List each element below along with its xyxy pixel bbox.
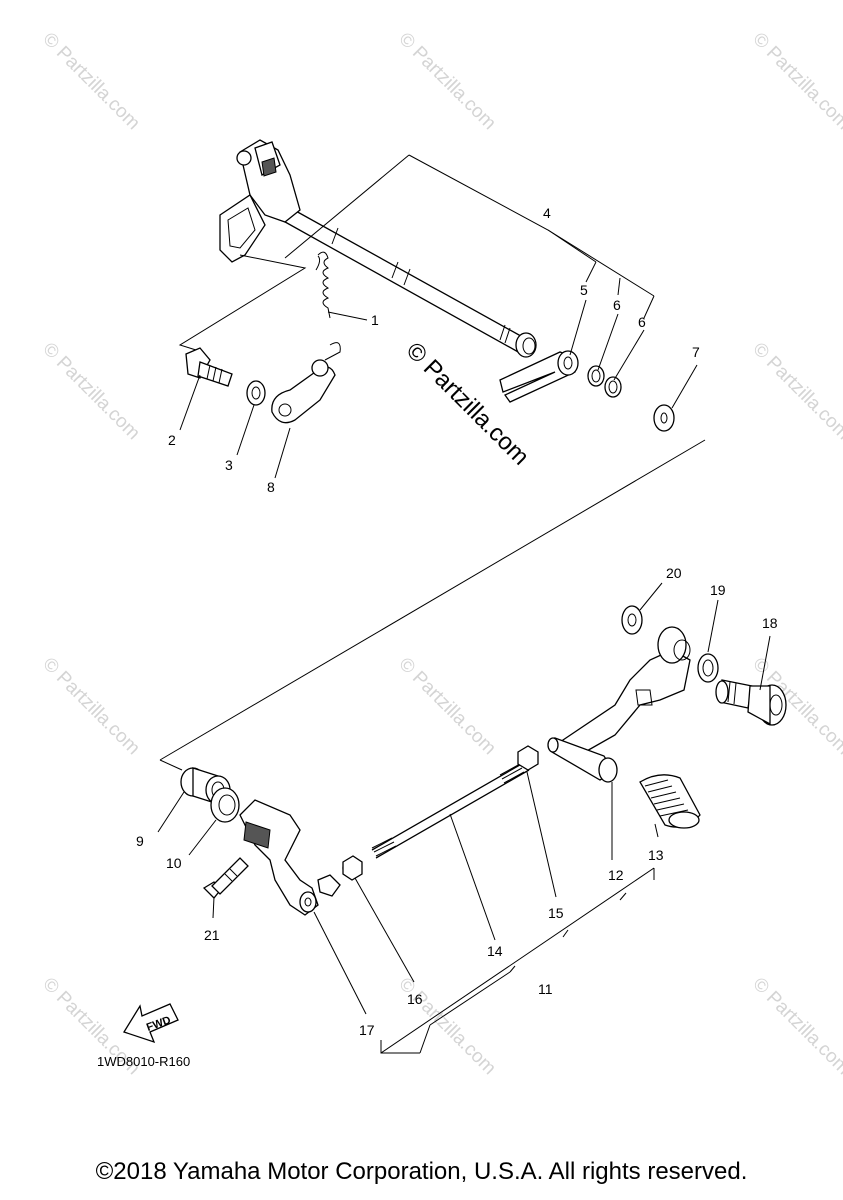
washer-part-19: [697, 653, 719, 683]
callout-21: 21: [204, 927, 220, 943]
pin-part-5: [499, 350, 579, 403]
copyright-notice: ©2018 Yamaha Motor Corporation, U.S.A. A…: [95, 1158, 748, 1185]
callout-13: 13: [648, 847, 664, 863]
watermark: © Partzilla.com: [748, 974, 843, 1079]
callout-11: 11: [538, 981, 553, 997]
washer-part-7: [653, 404, 675, 432]
watermark: © Partzilla.com: [38, 29, 143, 134]
shift-pedal-part-12: [547, 626, 691, 783]
watermark: © Partzilla.com: [394, 29, 499, 134]
washer-part-20: [621, 605, 643, 635]
leader-lines-upper: [159, 154, 706, 761]
fwd-arrow-icon: FWD: [123, 1003, 179, 1044]
shift-shaft-part-4: [219, 139, 537, 358]
callout-17: 17: [359, 1022, 375, 1038]
bolt-part-21: [202, 857, 249, 899]
watermark: © Partzilla.com: [38, 654, 143, 759]
rod-part-14: [371, 761, 530, 859]
callout-4: 4: [543, 205, 551, 221]
callout-6b: 6: [638, 314, 646, 330]
callout-5: 5: [580, 282, 588, 298]
callout-15: 15: [548, 905, 564, 921]
leader-lines-lower: [157, 582, 771, 1054]
center-watermark: © Partzilla.com: [401, 337, 534, 470]
callout-3: 3: [225, 457, 233, 473]
pedal-rubber-part-13: [639, 774, 701, 829]
watermark: © Partzilla.com: [38, 339, 143, 444]
watermark: © Partzilla.com: [394, 654, 499, 759]
callout-18: 18: [762, 615, 778, 631]
callout-12: 12: [608, 867, 624, 883]
bolt-part-18: [715, 679, 787, 726]
bolt-part-2: [185, 347, 233, 387]
callout-labels: 1 2 3 4 5 6 6 7 8 9 10 11 12 13 14 15 16…: [136, 205, 778, 1038]
callout-20: 20: [666, 565, 682, 581]
callout-6a: 6: [613, 297, 621, 313]
circlip-parts-6: [587, 365, 622, 398]
spring-part-1: [315, 251, 331, 319]
lever-part-8: [271, 342, 341, 424]
washer-part-3: [246, 380, 266, 406]
callout-7: 7: [692, 344, 700, 360]
shift-arm: [239, 799, 319, 916]
callout-1: 1: [371, 312, 379, 328]
watermark: © Partzilla.com: [748, 29, 843, 134]
watermark: © Partzilla.com: [748, 339, 843, 444]
diagram-code: 1WD8010-R160: [97, 1054, 190, 1069]
callout-16: 16: [407, 991, 423, 1007]
nut-part-15: [517, 745, 539, 771]
callout-14: 14: [487, 943, 503, 959]
callout-2: 2: [168, 432, 176, 448]
oil-seal-part-10: [210, 787, 240, 823]
callout-9: 9: [136, 833, 144, 849]
nut-part-16: [342, 855, 363, 881]
callout-19: 19: [710, 582, 726, 598]
callout-10: 10: [166, 855, 182, 871]
callout-8: 8: [267, 479, 275, 495]
watermarks: © Partzilla.com © Partzilla.com © Partzi…: [38, 29, 843, 1079]
